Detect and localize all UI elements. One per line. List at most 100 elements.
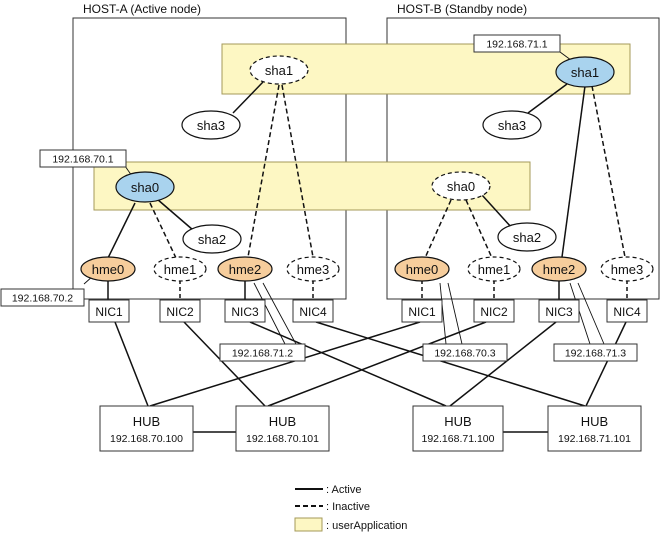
hub-3-ip: 192.168.71.100: [422, 433, 495, 445]
legend-userapp-swatch: [294, 517, 323, 532]
node-a-sha2: [182, 224, 242, 254]
cable-a-nic4-hub4: [315, 321, 586, 407]
hub-3: [412, 405, 504, 452]
link-a-sha0-sha2: [156, 198, 194, 231]
nic-boxes: [88, 299, 648, 323]
hub-4: [547, 405, 642, 452]
hub-2: [235, 405, 330, 452]
hub-1-label: HUB: [133, 414, 160, 429]
ip-box-hme2-b: [553, 343, 638, 362]
ip-sha0-a: 192.168.70.1: [52, 154, 113, 166]
link-b-sha0-hme1: [465, 199, 493, 259]
node-b-sha1[interactable]: [555, 56, 615, 88]
legend-userapp-label: : userApplication: [326, 520, 407, 532]
node-a-hme1-label: hme1: [164, 262, 197, 277]
node-a-sha3: [181, 110, 241, 140]
node-b-hme3-label: hme3: [611, 262, 644, 277]
legend: : Active : Inactive : userApplication: [294, 484, 407, 532]
ip-box-hme0-b: [422, 343, 508, 362]
cable-a-nic1-hub1: [114, 321, 149, 407]
ip-hme0-a: 192.168.70.2: [12, 293, 73, 305]
legend-active-label: : Active: [326, 484, 361, 496]
cable-b-nic4-hub4: [585, 321, 627, 407]
ip-sha1-b: 192.168.71.1: [486, 39, 547, 51]
legend-inactive-label: : Inactive: [326, 501, 370, 513]
ip-box-hme0-a: [0, 288, 85, 307]
node-a-hme2[interactable]: [217, 256, 273, 282]
nic-b-4-label: NIC4: [613, 305, 641, 319]
host-a-title: HOST-A (Active node): [83, 2, 201, 16]
link-b-sha1-sha3: [527, 83, 568, 114]
cable-b-nic2-hub2: [267, 321, 487, 407]
link-a-sha0-hme1: [149, 202, 177, 259]
node-b-sha2: [497, 222, 557, 252]
nic-b-1: [401, 299, 443, 323]
cable-a-nic3-hub3: [249, 321, 447, 407]
ip-box-sha0-a: [39, 149, 127, 168]
nic-b-3-label: NIC3: [545, 305, 573, 319]
node-b-sha2-label: sha2: [513, 230, 541, 245]
hub-2-label: HUB: [269, 414, 296, 429]
cable-b-nic1-hub1: [149, 321, 421, 407]
node-a-sha0-label: sha0: [131, 180, 159, 195]
nic-a-3-label: NIC3: [231, 305, 259, 319]
link-a-sha0-hme0: [107, 202, 136, 259]
node-b-hme1: [467, 256, 521, 282]
node-a-hme0[interactable]: [80, 256, 136, 282]
link-a-sha1-sha3: [232, 81, 264, 114]
node-a-sha1-label: sha1: [265, 63, 293, 78]
node-a-sha0[interactable]: [115, 171, 175, 203]
node-b-sha0-label: sha0: [447, 179, 475, 194]
link-a-sha1-hme3: [281, 84, 314, 258]
node-b-sha0: [431, 171, 491, 201]
nic-a-2: [159, 299, 201, 323]
hub-4-label: HUB: [581, 414, 608, 429]
nic-a-1-label: NIC1: [95, 305, 123, 319]
ip-box-sha1-b: [473, 34, 561, 53]
nic-b-3: [538, 299, 580, 323]
nic-b-2-label: NIC2: [480, 305, 508, 319]
nic-b-4: [606, 299, 648, 323]
node-b-hme0-label: hme0: [406, 262, 439, 277]
node-b-sha1-label: sha1: [571, 65, 599, 80]
nic-a-4-label: NIC4: [299, 305, 327, 319]
nic-a-2-label: NIC2: [166, 305, 194, 319]
node-b-sha3-label: sha3: [498, 118, 526, 133]
nic-b-1-label: NIC1: [408, 305, 436, 319]
hub-4-ip: 192.168.71.101: [558, 433, 631, 445]
link-b-sha1-hme3: [591, 85, 626, 258]
link-b-sha0-hme0: [424, 199, 452, 259]
host-b-title: HOST-B (Standby node): [397, 2, 527, 16]
nic-a-1: [88, 299, 130, 323]
node-a-sha1: [249, 55, 309, 85]
ip-callouts: [0, 34, 638, 362]
node-a-hme2-label: hme2: [229, 262, 262, 277]
node-a-hme1: [153, 256, 207, 282]
hub-2-ip: 192.168.70.101: [246, 433, 319, 445]
nic-a-4: [292, 299, 334, 323]
node-b-hme1-label: hme1: [478, 262, 511, 277]
link-a-sha1-hme2: [247, 84, 280, 258]
hub-boxes: [99, 405, 642, 452]
link-b-sha1-hme2: [561, 85, 586, 258]
ip-hme2-a: 192.168.71.2: [232, 348, 293, 360]
cable-a-nic2-hub2: [183, 321, 266, 407]
node-a-sha3-label: sha3: [197, 118, 225, 133]
nic-b-2: [473, 299, 515, 323]
hub-3-label: HUB: [444, 414, 471, 429]
node-a-hme3: [286, 256, 340, 282]
nic-a-3: [224, 299, 266, 323]
node-b-hme2[interactable]: [531, 256, 587, 282]
link-b-sha0-sha2: [481, 194, 513, 229]
ip-hme2-b: 192.168.71.3: [565, 348, 626, 360]
ip-hme0-b: 192.168.70.3: [434, 348, 495, 360]
node-a-hme0-label: hme0: [92, 262, 125, 277]
node-a-sha2-label: sha2: [198, 232, 226, 247]
ip-box-hme2-a: [219, 343, 306, 362]
node-b-hme2-label: hme2: [543, 262, 576, 277]
node-b-hme3: [600, 256, 654, 282]
hub-1-ip: 192.168.70.100: [110, 433, 183, 445]
cable-b-nic3-hub3: [449, 321, 557, 407]
